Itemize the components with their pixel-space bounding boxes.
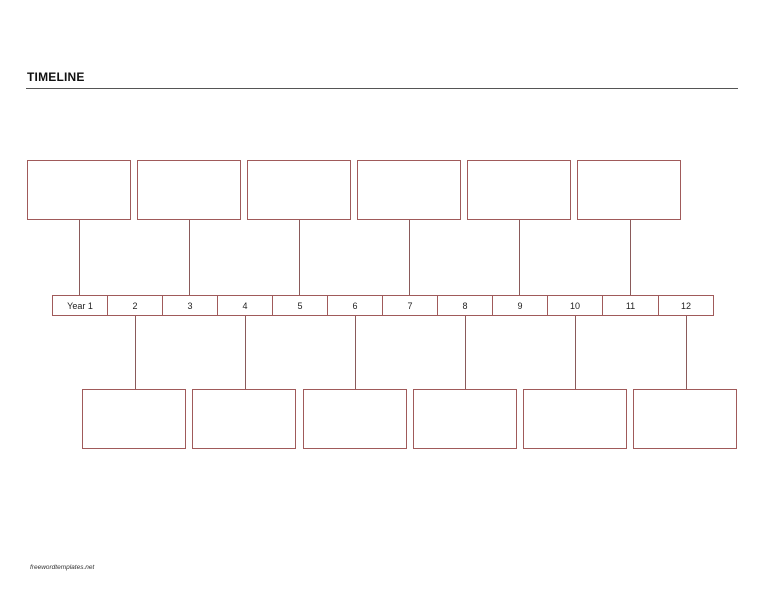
year-cell-1: Year 1: [52, 295, 108, 316]
event-box-top-5[interactable]: [467, 160, 571, 220]
connector-bottom-2: [245, 316, 246, 389]
event-box-bottom-1[interactable]: [82, 389, 186, 449]
year-cell-6: 6: [327, 295, 383, 316]
event-box-bottom-2[interactable]: [192, 389, 296, 449]
connector-bottom-5: [575, 316, 576, 389]
title-divider: [26, 88, 738, 89]
event-box-bottom-6[interactable]: [633, 389, 737, 449]
connector-top-5: [519, 220, 520, 295]
page-title: TIMELINE: [27, 70, 85, 84]
year-cell-11: 11: [602, 295, 659, 316]
year-cell-10: 10: [547, 295, 603, 316]
connector-top-2: [189, 220, 190, 295]
year-cell-5: 5: [272, 295, 328, 316]
year-cell-9: 9: [492, 295, 548, 316]
event-box-top-2[interactable]: [137, 160, 241, 220]
connector-top-4: [409, 220, 410, 295]
event-box-top-4[interactable]: [357, 160, 461, 220]
event-box-top-3[interactable]: [247, 160, 351, 220]
event-box-bottom-5[interactable]: [523, 389, 627, 449]
footer-credit: freewordtemplates.net: [30, 564, 95, 571]
connector-bottom-1: [135, 316, 136, 389]
connector-top-1: [79, 220, 80, 295]
year-cell-8: 8: [437, 295, 493, 316]
year-cell-3: 3: [162, 295, 218, 316]
connector-top-6: [630, 220, 631, 295]
year-cell-2: 2: [107, 295, 163, 316]
event-box-bottom-4[interactable]: [413, 389, 517, 449]
year-cell-7: 7: [382, 295, 438, 316]
connector-bottom-6: [686, 316, 687, 389]
year-cell-4: 4: [217, 295, 273, 316]
event-box-top-1[interactable]: [27, 160, 131, 220]
connector-bottom-3: [355, 316, 356, 389]
connector-bottom-4: [465, 316, 466, 389]
year-cell-12: 12: [658, 295, 714, 316]
event-box-top-6[interactable]: [577, 160, 681, 220]
connector-top-3: [299, 220, 300, 295]
event-box-bottom-3[interactable]: [303, 389, 407, 449]
